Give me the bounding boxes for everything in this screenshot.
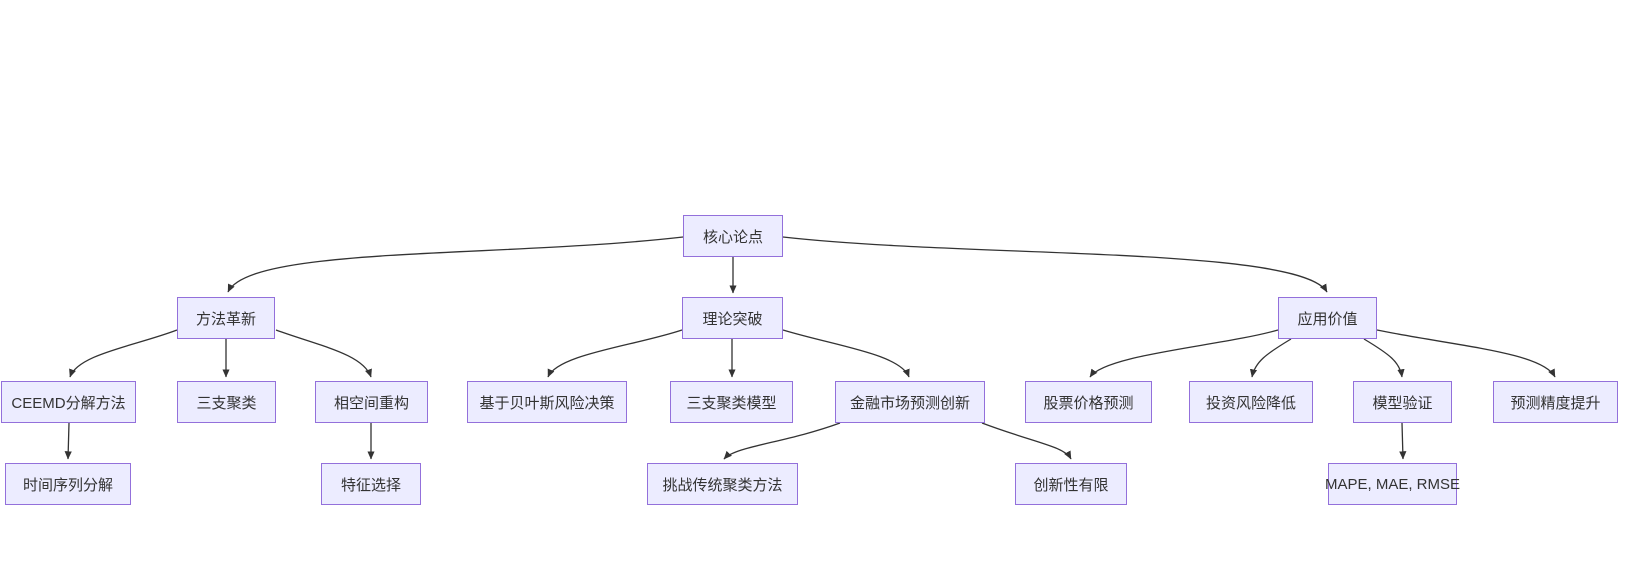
edge-finance-to-challenge-clustering	[723, 422, 841, 460]
node-model-validation-label: 模型验证	[1372, 394, 1433, 412]
node-ceemd-label: CEEMD分解方法	[11, 394, 126, 412]
node-risk-reduction: 投资风险降低	[1189, 381, 1313, 423]
node-time-series-label: 时间序列分解	[22, 476, 113, 494]
node-three-way-model: 三支聚类模型	[670, 381, 793, 423]
edge-model-validation-to-metrics	[1399, 422, 1407, 460]
node-accuracy-improvement-label: 预测精度提升	[1510, 394, 1601, 412]
node-stock-prediction-label: 股票价格预测	[1043, 394, 1134, 412]
node-method-label: 方法革新	[195, 310, 256, 328]
node-application: 应用价值	[1278, 297, 1377, 339]
edge-theory-to-finance-innovation	[782, 329, 910, 378]
node-phase-space-label: 相空间重构	[333, 394, 409, 412]
node-three-way-model-label: 三支聚类模型	[686, 394, 777, 412]
node-limited-innovation: 创新性有限	[1015, 463, 1127, 505]
edge-method-to-ceemd	[69, 329, 178, 378]
node-metrics-label: MAPE, MAE, RMSE	[1324, 475, 1461, 493]
node-limited-innovation-label: 创新性有限	[1033, 476, 1109, 494]
node-theory: 理论突破	[682, 297, 783, 339]
node-phase-space: 相空间重构	[315, 381, 428, 423]
node-challenge-clustering-label: 挑战传统聚类方法	[662, 476, 783, 494]
node-stock-prediction: 股票价格预测	[1025, 381, 1152, 423]
node-finance-innovation: 金融市场预测创新	[835, 381, 985, 423]
node-finance-innovation-label: 金融市场预测创新	[849, 394, 970, 412]
edge-finance-to-limited-innovation	[981, 422, 1072, 460]
node-core: 核心论点	[683, 215, 783, 257]
node-feature-selection-label: 特征选择	[340, 476, 401, 494]
edge-application-to-model-validation	[1363, 338, 1405, 378]
node-model-validation: 模型验证	[1353, 381, 1452, 423]
node-challenge-clustering: 挑战传统聚类方法	[647, 463, 798, 505]
node-time-series: 时间序列分解	[5, 463, 131, 505]
node-accuracy-improvement: 预测精度提升	[1493, 381, 1618, 423]
node-theory-label: 理论突破	[702, 310, 763, 328]
node-metrics: MAPE, MAE, RMSE	[1324, 463, 1461, 505]
edge-method-to-phase-space	[275, 329, 372, 378]
edge-theory-to-bayes	[547, 329, 683, 378]
node-application-label: 应用价值	[1297, 310, 1358, 328]
node-risk-reduction-label: 投资风险降低	[1205, 394, 1296, 412]
edge-application-to-risk-reduction	[1249, 338, 1292, 378]
node-ceemd: CEEMD分解方法	[1, 381, 136, 423]
edge-core-to-application	[782, 236, 1328, 293]
node-bayes-label: 基于贝叶斯风险决策	[479, 394, 615, 412]
edge-application-to-stock-prediction	[1089, 329, 1279, 378]
node-feature-selection: 特征选择	[321, 463, 421, 505]
node-method: 方法革新	[177, 297, 275, 339]
node-core-label: 核心论点	[702, 228, 763, 246]
node-bayes: 基于贝叶斯风险决策	[467, 381, 627, 423]
edge-core-to-method	[227, 236, 684, 293]
edge-application-to-accuracy-improvement	[1376, 329, 1556, 378]
node-three-way: 三支聚类	[177, 381, 276, 423]
edge-ceemd-to-time-series	[64, 422, 72, 460]
node-three-way-label: 三支聚类	[196, 394, 257, 412]
